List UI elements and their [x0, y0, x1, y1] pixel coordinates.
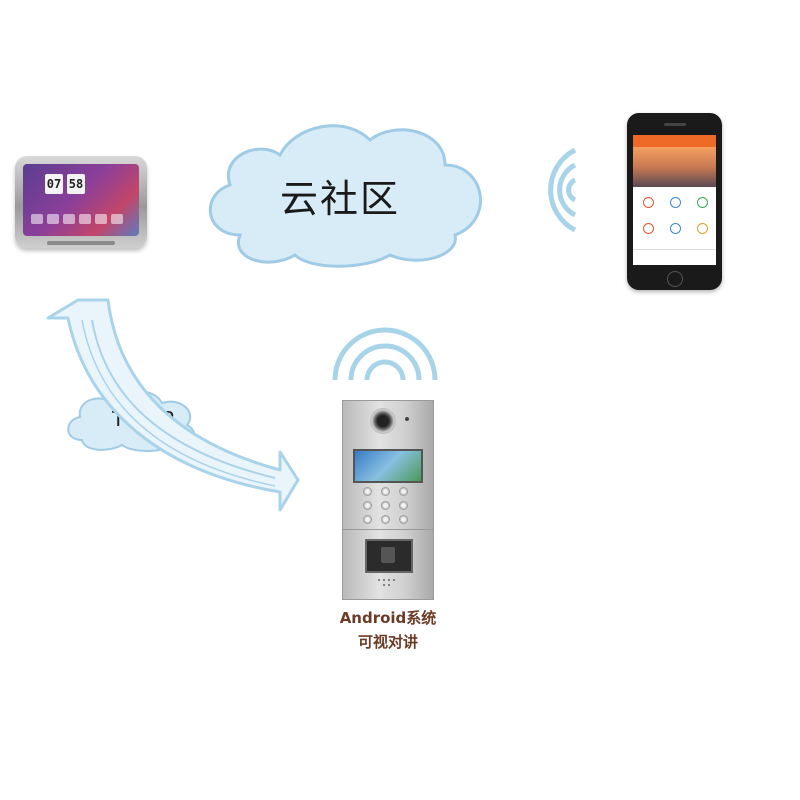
- app-icon: [111, 214, 123, 224]
- divider: [633, 249, 716, 250]
- app-icon: [47, 214, 59, 224]
- speaker-grille: [383, 579, 385, 581]
- camera-icon: [370, 408, 396, 434]
- phone-speaker: [664, 123, 686, 126]
- app-icon: [31, 214, 43, 224]
- panel-display: [353, 449, 423, 483]
- keypad-key: [399, 501, 408, 510]
- keypad-key: [399, 487, 408, 496]
- keypad-key: [363, 501, 372, 510]
- wifi-signal-icon: [332, 327, 438, 381]
- indoor-monitor: 07 58: [15, 156, 147, 248]
- keypad-key: [381, 501, 390, 510]
- app-icon: [643, 197, 654, 208]
- keypad-key: [381, 487, 390, 496]
- app-icon: [63, 214, 75, 224]
- clock-minute: 58: [67, 174, 85, 194]
- panel-divider: [343, 529, 433, 530]
- speaker-grille: [383, 584, 385, 586]
- phone-screen: [633, 135, 716, 265]
- indoor-monitor-speaker: [47, 241, 115, 245]
- phone-home-button: [667, 271, 683, 287]
- app-icon: [79, 214, 91, 224]
- indoor-monitor-screen: 07 58: [23, 164, 139, 236]
- app-icon: [697, 223, 708, 234]
- caption-line-2: 可视对讲: [357, 633, 418, 651]
- phone-banner-image: [633, 147, 716, 187]
- keypad-key: [399, 515, 408, 524]
- wifi-signal-icon: [548, 147, 577, 233]
- app-icon: [697, 197, 708, 208]
- smartphone: [627, 113, 722, 290]
- keypad-key: [363, 487, 372, 496]
- cloud-community: [208, 124, 482, 268]
- app-icon: [643, 223, 654, 234]
- card-reader-sensor: [381, 547, 395, 563]
- speaker-grille: [378, 579, 380, 581]
- speaker-grille: [388, 579, 390, 581]
- caption-line-1: Android系统: [339, 609, 437, 627]
- indicator-light: [405, 417, 409, 421]
- app-icon: [670, 223, 681, 234]
- door-intercom-panel: [342, 400, 434, 600]
- keypad-key: [363, 515, 372, 524]
- speaker-grille: [393, 579, 395, 581]
- app-icon: [95, 214, 107, 224]
- app-icon: [670, 197, 681, 208]
- phone-app-header: [633, 135, 716, 147]
- door-panel-caption: Android系统 可视对讲: [300, 606, 476, 654]
- clock-hour: 07: [45, 174, 63, 194]
- keypad-key: [381, 515, 390, 524]
- cloud-community-label: 云社区: [279, 177, 400, 221]
- card-reader: [365, 539, 413, 573]
- speaker-grille: [388, 584, 390, 586]
